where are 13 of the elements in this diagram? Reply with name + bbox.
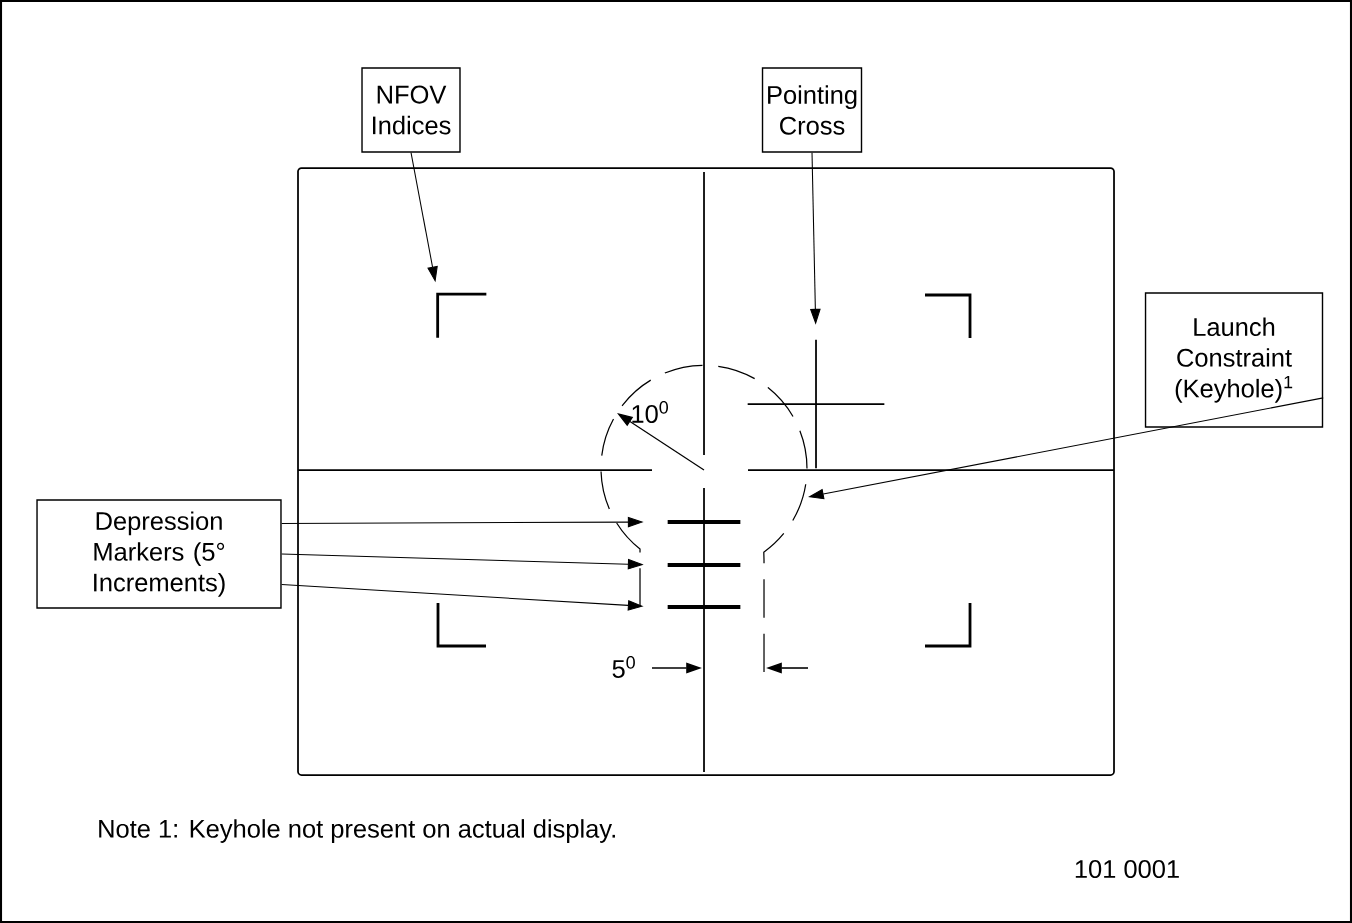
angle-label: 10$^{0}$ [632, 401, 668, 423]
corner-bracket [436, 292, 487, 338]
pointing-cross [746, 338, 886, 470]
depression-marker [667, 605, 741, 609]
label-box: NFOV Indices [361, 67, 461, 153]
label-box: Launch Constraint (Keyhole)$^{1}$ [1144, 292, 1324, 428]
note-text: Note 1: Keyhole not present on actual display. [99, 819, 615, 843]
angle-label: 5$^{0}$ [612, 656, 635, 678]
figure-number: 101 0001 [1075, 860, 1179, 879]
label-box: Depression Markers (5° Increments) [36, 499, 282, 609]
depression-marker [667, 520, 741, 524]
depression-marker [667, 563, 741, 567]
label-box: Pointing Cross [761, 67, 863, 153]
